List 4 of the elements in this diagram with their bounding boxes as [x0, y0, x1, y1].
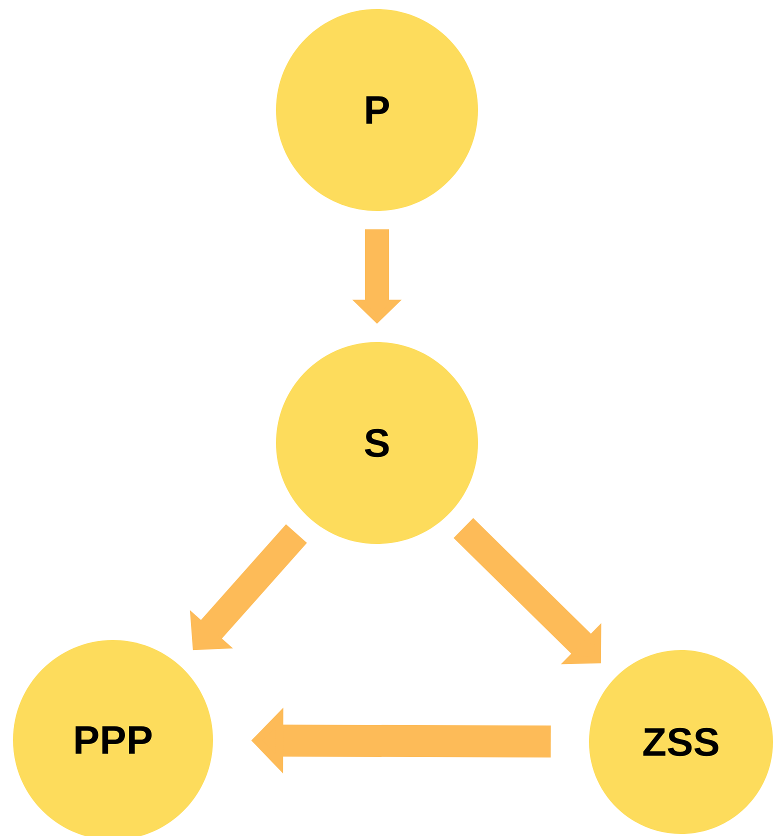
- circle-node: S: [276, 342, 478, 544]
- circle-node: ZSS: [589, 650, 773, 834]
- arrow: [454, 518, 602, 664]
- circle-node: P: [276, 9, 478, 211]
